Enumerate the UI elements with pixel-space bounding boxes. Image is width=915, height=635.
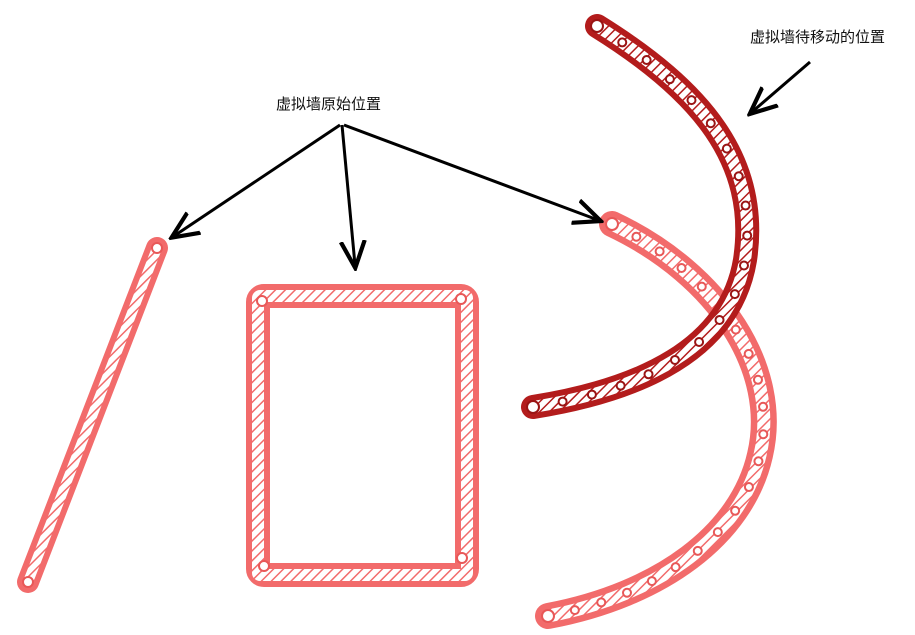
straight-wall-original: [17, 237, 168, 593]
rivet-dot: [742, 230, 753, 241]
rivet-dot: [669, 354, 680, 365]
label-original-position: 虚拟墙原始位置: [276, 95, 382, 113]
rivet-dot: [643, 369, 654, 380]
rivet-dot: [712, 527, 723, 538]
curved-wall-moved: [521, 14, 760, 419]
rivet-dot: [615, 380, 626, 391]
rivet-dot: [641, 55, 652, 66]
curved-wall-original: [535, 211, 777, 629]
arrow-to-rectangle-wall: [342, 124, 355, 265]
arrows: [174, 60, 811, 265]
rivet-dot: [586, 389, 597, 400]
rivet-dot: [740, 200, 751, 211]
corner-circle: [258, 560, 270, 572]
rivet-dot: [617, 37, 628, 48]
rivet-dot: [590, 19, 604, 33]
rivet-dot: [569, 605, 580, 616]
rivet-dot: [541, 609, 555, 623]
rivet-dot: [596, 597, 607, 608]
rivet-dot: [622, 587, 633, 598]
rivet-dot: [664, 74, 675, 85]
rivet-dot: [721, 143, 732, 154]
rivet-dot: [605, 217, 619, 231]
corner-circle: [456, 552, 468, 564]
rivet-dot: [743, 348, 754, 359]
wall-end-circle: [22, 576, 34, 588]
rivet-dot: [696, 281, 707, 292]
label-target-position: 虚拟墙待移动的位置: [750, 28, 886, 46]
corner-circle: [455, 293, 467, 305]
rivet-dot: [631, 231, 642, 242]
rivet-dot: [730, 324, 741, 335]
rivet-dot: [758, 429, 769, 440]
rivet-dot: [526, 400, 540, 414]
wall-end-circle: [151, 242, 163, 254]
rivet-dot: [714, 314, 725, 325]
arrow-to-moved-wall: [752, 60, 811, 112]
rivet-dot: [752, 374, 763, 385]
arrow-to-curved-wall: [343, 123, 598, 220]
rivet-dot: [692, 545, 703, 556]
rivet-dot: [730, 505, 741, 516]
corner-circle: [256, 295, 268, 307]
rivet-dot: [705, 118, 716, 129]
rivet-dot: [676, 262, 687, 273]
rectangle-wall-original: [246, 284, 479, 587]
rivet-dot: [733, 171, 744, 182]
rivet-dot: [729, 289, 740, 300]
rivet-dot: [694, 336, 705, 347]
rivet-dot: [646, 576, 657, 587]
arrow-to-straight-wall: [174, 123, 341, 236]
rivet-dot: [654, 246, 665, 257]
rivet-dot: [753, 456, 764, 467]
rivet-dot: [743, 482, 754, 493]
rivet-dot: [738, 260, 749, 271]
rivet-dot: [557, 396, 568, 407]
rivet-dot: [758, 401, 769, 412]
rivet-dot: [670, 562, 681, 573]
rivet-dot: [686, 95, 697, 106]
